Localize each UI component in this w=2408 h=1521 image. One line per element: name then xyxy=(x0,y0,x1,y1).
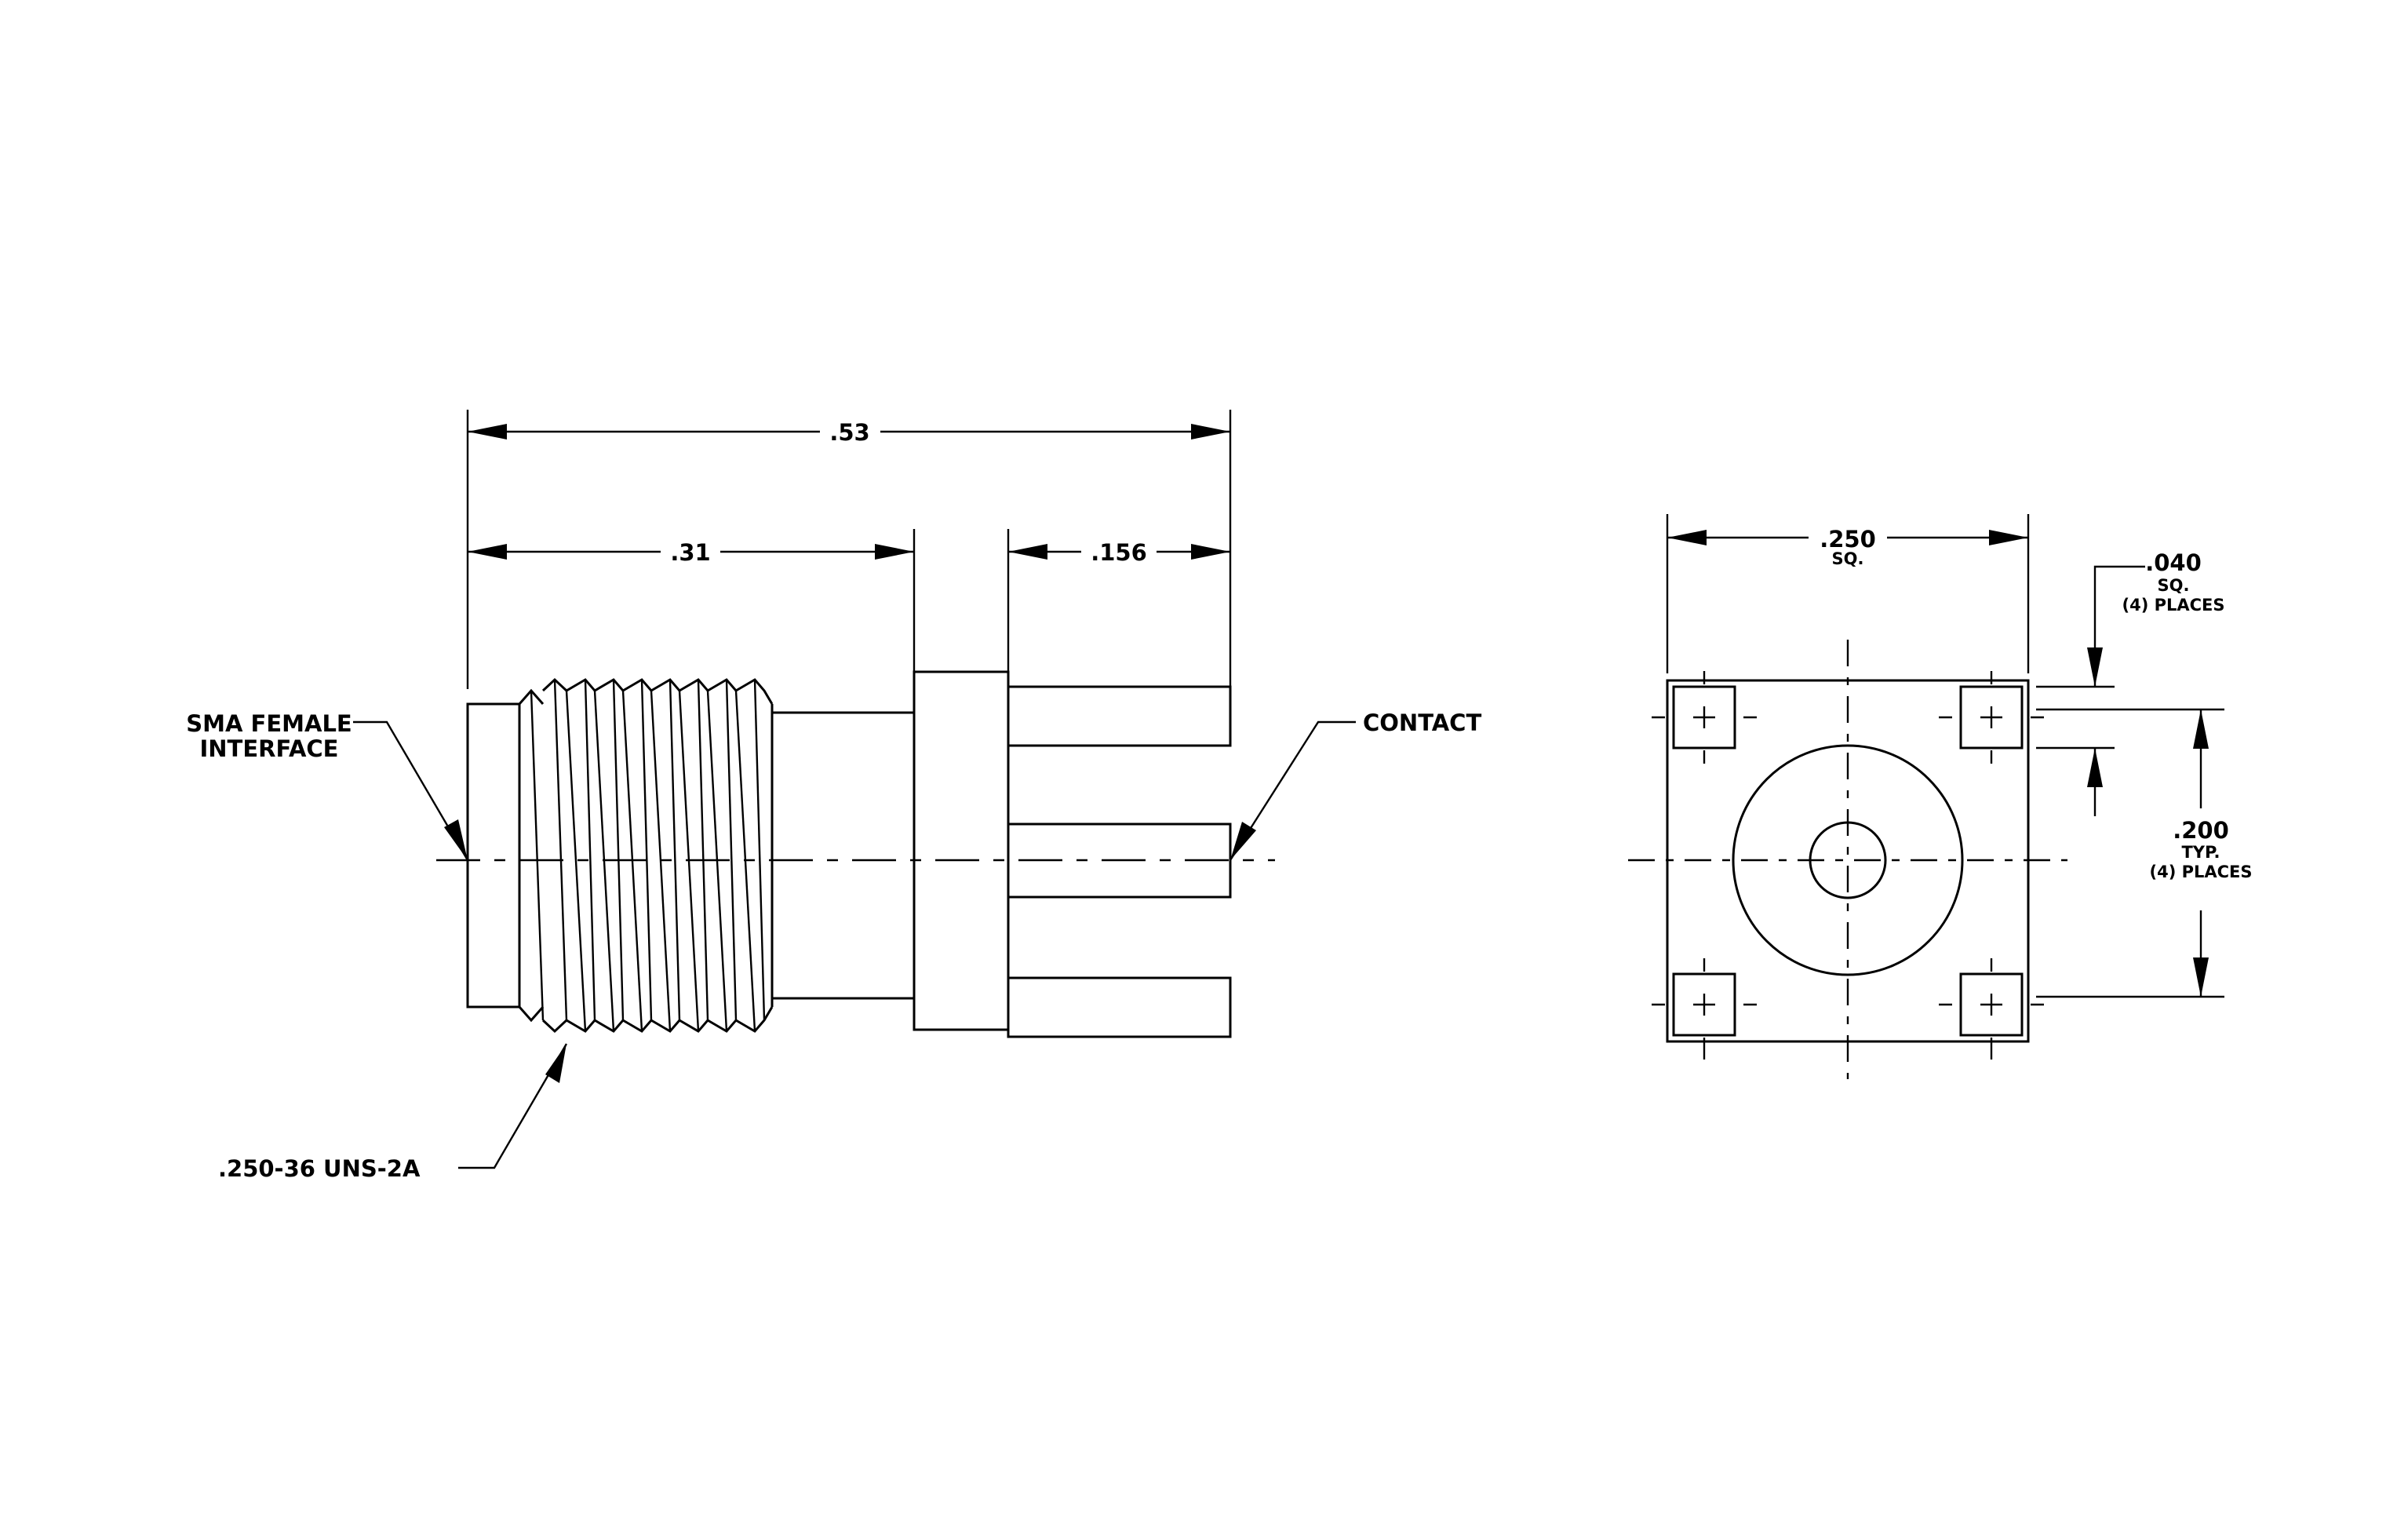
pad-dimension: .040 SQ. (4) PLACES xyxy=(2036,549,2225,816)
pin-bottom xyxy=(1007,976,1232,1038)
overall-length-dimension: .53 xyxy=(468,419,1230,446)
pad-top-right xyxy=(1959,685,2024,750)
pin-top xyxy=(1007,685,1232,747)
side-view: .53 .31 .156 xyxy=(186,410,1481,1182)
interface-label-line1: SMA FEMALE xyxy=(186,710,352,737)
threaded-body xyxy=(518,677,774,1034)
thread-crest-top xyxy=(541,677,774,705)
thread-leader: .250-36 UNS-2A xyxy=(218,1043,568,1182)
body-length-label: .31 xyxy=(670,539,710,566)
flange xyxy=(913,670,1010,1031)
interface-leader: SMA FEMALE INTERFACE xyxy=(186,710,469,861)
pad-spacing-sub1: TYP. xyxy=(2181,843,2220,862)
overall-length-label: .53 xyxy=(829,419,869,446)
square-dimension-label: .250 xyxy=(1820,526,1876,553)
pad-spacing-dimension: .200 TYP. (4) PLACES xyxy=(2036,708,2253,998)
square-dimension-sub: SQ. xyxy=(1832,549,1864,568)
body-length-dimension: .31 xyxy=(468,539,914,566)
contact-label: CONTACT xyxy=(1363,709,1481,736)
square-dimension: .250 SQ. xyxy=(1666,514,2030,673)
contact-leader: CONTACT xyxy=(1229,709,1481,861)
thread-lines xyxy=(530,679,766,1032)
pad-spacing-sub2: (4) PLACES xyxy=(2149,863,2252,881)
interface-label-line2: INTERFACE xyxy=(199,735,338,762)
pad-dimension-sub1: SQ. xyxy=(2158,576,2190,595)
thread-crest-bottom xyxy=(541,1006,774,1034)
pad-dimension-sub2: (4) PLACES xyxy=(2122,596,2224,615)
interface-circle xyxy=(1732,744,1964,976)
contact-length-dimension: .156 xyxy=(1008,539,1230,566)
contact-pin xyxy=(1007,823,1232,899)
pad-top-left xyxy=(1672,685,1736,750)
pad-bottom-left xyxy=(1672,972,1736,1037)
end-view: .250 SQ. .040 SQ. (4) PLACES .200 TYP. (… xyxy=(1628,514,2253,1079)
pad-bottom-right xyxy=(1959,972,2024,1037)
pad-centerlines xyxy=(1652,671,2044,1060)
thread-label: .250-36 UNS-2A xyxy=(218,1155,421,1182)
pad-dimension-label: .040 xyxy=(2145,549,2202,576)
interface-face xyxy=(466,702,521,1009)
contact-length-label: .156 xyxy=(1091,539,1147,566)
pad-spacing-label: .200 xyxy=(2173,817,2229,844)
